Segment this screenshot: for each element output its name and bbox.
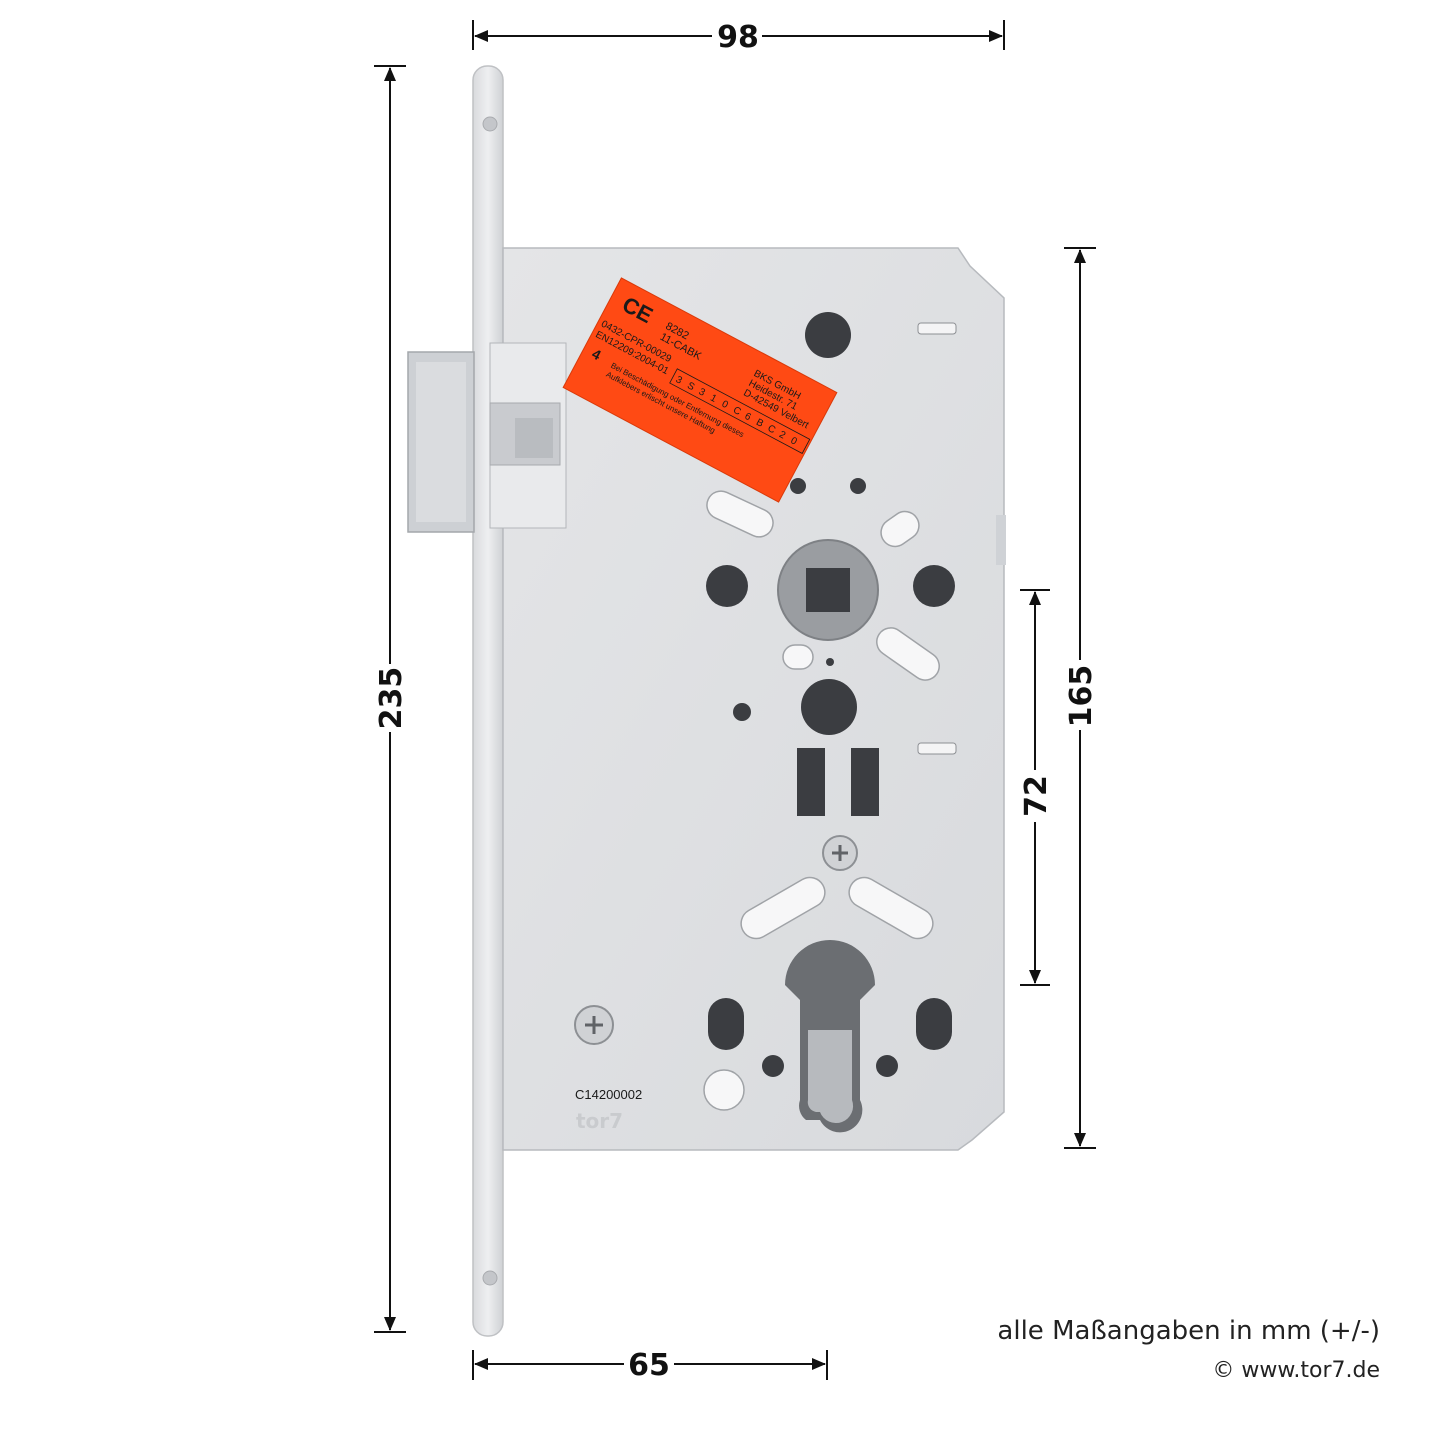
label-grid-cell: 1 [708,393,718,406]
label-grid-cell: C [731,405,743,418]
dimension-distance-mid-value: 72 [1019,775,1054,817]
dimension-width-top-value: 98 [717,20,759,55]
engraving-code: C14200002 [575,1087,642,1102]
dimension-height-right-value: 165 [1064,665,1099,728]
embossed-slots [703,490,940,1111]
dimension-height-left-value: 235 [374,667,409,730]
label-grid-cell: 3 [697,386,707,399]
follower-hub [777,539,879,641]
dimension-width-top: 98 [472,20,1005,55]
screw-upper [822,835,858,871]
label-grid-cell: 0 [789,435,799,448]
label-grid: 3 S 3 1 0 C 6 B C 2 0 [669,368,811,454]
label-grid-cell: 6 [743,411,753,424]
label-grid-cell: 0 [720,399,730,412]
engraving-logo: tor7 [576,1109,623,1133]
dimension-backset-bottom-value: 65 [628,1348,670,1383]
latch-bolt [407,351,475,533]
cylinder-cutout [785,940,875,1133]
copyright-note: © www.tor7.de [1212,1358,1380,1383]
label-grid-cell: S [685,380,696,393]
dimension-height-right: 165 [1064,247,1099,1149]
ce-label: CE 8282 11-CABK BKS GmbH Heidestr. 71 D-… [562,277,838,503]
label-grid-cell: C [766,423,778,436]
label-grid-cell: 3 [674,374,684,387]
label-grid-cell: B [754,417,765,430]
faceplate [472,65,504,1337]
case-holes [706,312,955,1077]
lock-case [489,247,1006,1151]
units-note: alle Maßangaben in mm (+/-) [997,1316,1380,1346]
dimension-distance-mid: 72 [1019,589,1054,986]
label-grid-cell: 2 [777,429,787,442]
dimension-backset-bottom: 65 [472,1348,828,1383]
dimension-height-left: 235 [374,65,409,1333]
screw-lower [574,1005,614,1045]
